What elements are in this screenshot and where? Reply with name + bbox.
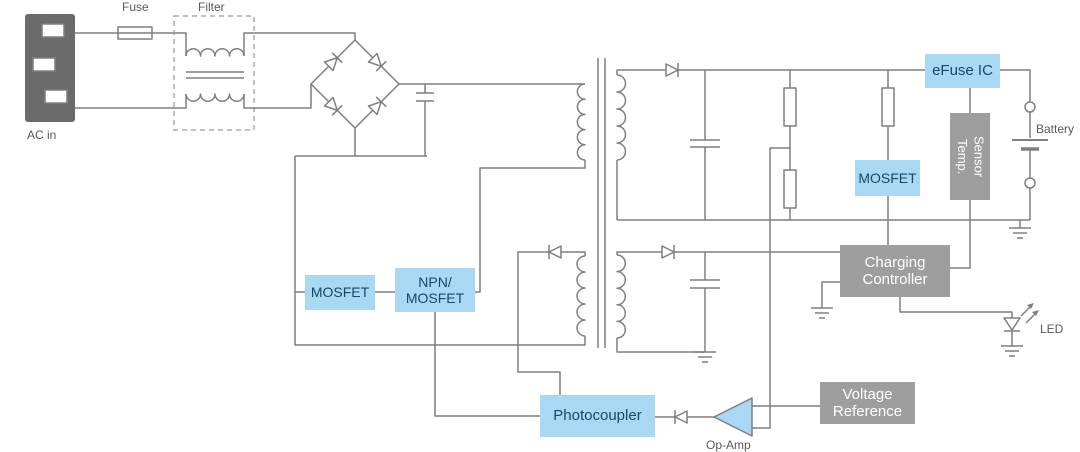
- photocoupler-label: Photocoupler: [553, 407, 642, 425]
- efuse-ic-label: eFuse IC: [932, 62, 993, 80]
- secondary-ground-rail: [616, 160, 1032, 239]
- bulk-capacitor-icon: [416, 84, 434, 156]
- temp-sensor-label-line2: Sensor: [971, 135, 987, 178]
- output-capacitor-icon: [690, 70, 720, 220]
- led-label: LED: [1040, 322, 1064, 336]
- fuse-icon: [112, 26, 158, 40]
- voltage-reference-label-line1: Voltage: [842, 385, 893, 403]
- op-amp-label: Op-Amp: [706, 438, 751, 452]
- opamp-icon: [655, 397, 820, 437]
- filter-label: Filter: [198, 0, 225, 14]
- voltage-reference-label-line2: Reference: [832, 403, 903, 420]
- block-efuse-ic: eFuse IC: [925, 54, 1000, 88]
- ac-plug-icon: [25, 14, 75, 122]
- block-npn-mosfet: NPN/ MOSFET: [395, 268, 475, 312]
- npn-mosfet-label-line1: NPN/: [418, 273, 452, 290]
- emi-filter-icon: [173, 15, 356, 131]
- battery-icon: [1012, 101, 1048, 220]
- bridge-rectifier-icon: [310, 39, 400, 129]
- transformer-icon: [576, 58, 627, 348]
- temp-sensor-label-line1: Temp.: [955, 138, 970, 175]
- block-photocoupler: Photocoupler: [540, 395, 655, 437]
- block-charging-controller: Charging Controller: [840, 245, 950, 297]
- ac-in-label: AC in: [27, 128, 57, 142]
- led-icon: [899, 297, 1039, 357]
- mosfet-primary-label: MOSFET: [310, 284, 370, 301]
- controller-ground-icon: [810, 281, 840, 319]
- aux-winding-wires: [517, 244, 586, 395]
- temp-sensor-wires: [950, 88, 971, 269]
- voltage-divider-icon: [752, 70, 797, 429]
- battery-label: Battery: [1036, 122, 1075, 136]
- bias-output-icon: [616, 244, 840, 363]
- charging-controller-label-line2: Controller: [862, 271, 928, 288]
- block-mosfet-secondary: MOSFET: [855, 160, 920, 196]
- block-voltage-reference: Voltage Reference: [820, 382, 915, 424]
- output-rectifier-diode-icon: [616, 62, 1031, 102]
- npn-mosfet-label-line2: MOSFET: [405, 290, 465, 306]
- mosfet-secondary-label: MOSFET: [858, 169, 917, 186]
- primary-rail-wires: [294, 83, 586, 346]
- ac-input-wires: [75, 32, 187, 109]
- mosfet-branch-icon: [881, 70, 895, 245]
- charging-controller-label-line1: Charging: [864, 253, 926, 271]
- fuse-label: Fuse: [122, 0, 149, 14]
- block-temp-sensor: Temp. Sensor: [950, 113, 990, 200]
- photocoupler-wires: [434, 312, 540, 417]
- block-mosfet-primary: MOSFET: [305, 275, 375, 310]
